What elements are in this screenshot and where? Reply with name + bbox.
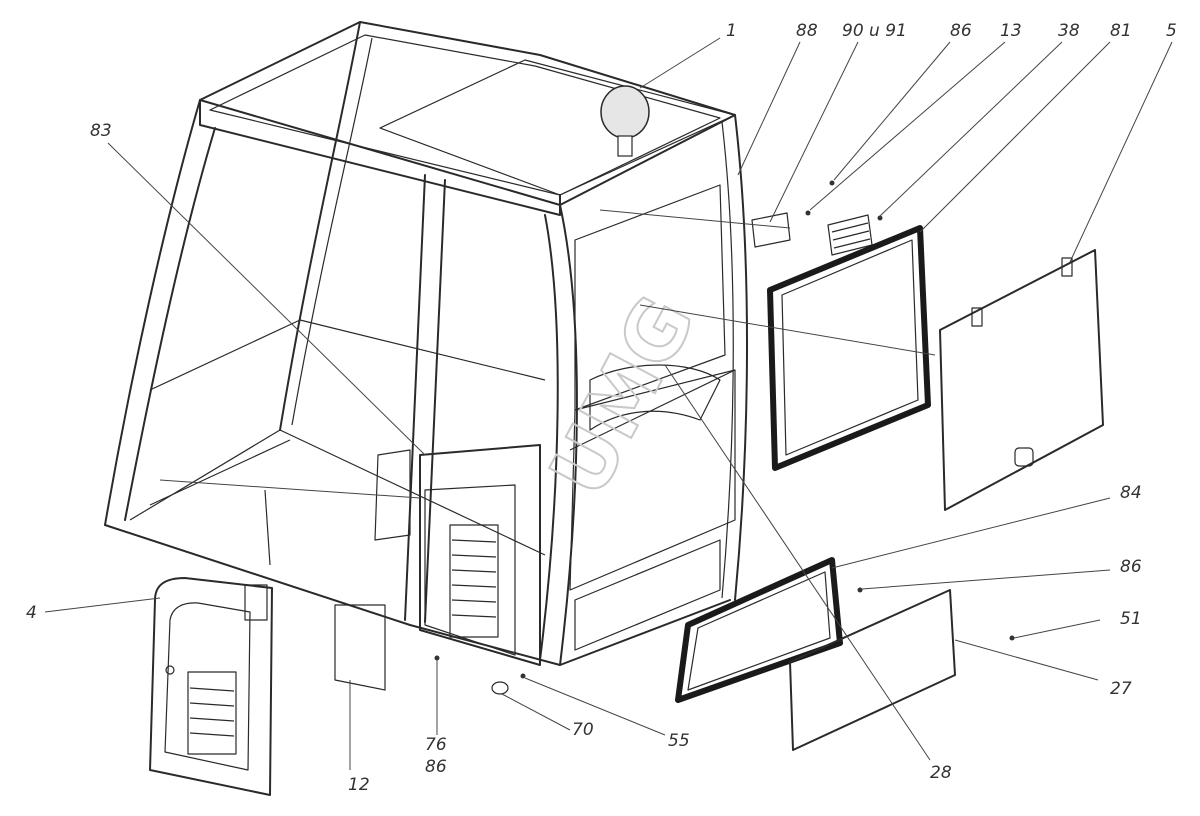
callout-28: 28 xyxy=(930,763,952,783)
cab-frame xyxy=(104,21,749,666)
cap-70 xyxy=(491,681,509,695)
callout-81: 81 xyxy=(1110,21,1132,41)
window-seal-81 xyxy=(767,225,931,471)
callout-76: 76 xyxy=(425,735,447,755)
callout-27: 27 xyxy=(1110,679,1132,699)
callout-labels: 1 88 90 u 91 86 13 38 81 5 83 84 86 51 2… xyxy=(26,21,1177,795)
lower-panel-27 xyxy=(789,589,956,751)
plate-88 xyxy=(751,212,791,248)
leader-lines xyxy=(44,37,1173,770)
callout-83: 83 xyxy=(90,121,112,141)
callout-86-top: 86 xyxy=(950,21,972,41)
beacon-lamp xyxy=(600,85,650,157)
callout-4: 4 xyxy=(26,603,37,623)
door-panel-4 xyxy=(149,577,273,796)
callout-86-mid: 86 xyxy=(1120,557,1142,577)
window-seal-84 xyxy=(675,557,843,703)
door-louvers xyxy=(449,524,499,638)
callout-1: 1 xyxy=(726,21,737,41)
callout-88: 88 xyxy=(796,21,818,41)
callout-55: 55 xyxy=(668,731,690,751)
callout-70: 70 xyxy=(572,720,594,740)
plate-12 xyxy=(334,604,386,691)
callout-13: 13 xyxy=(1000,21,1022,41)
callout-84: 84 xyxy=(1120,483,1142,503)
side-window-5 xyxy=(939,249,1104,511)
callout-5: 5 xyxy=(1166,21,1177,41)
callout-51: 51 xyxy=(1120,609,1142,629)
callout-86-bottom: 86 xyxy=(425,757,447,777)
callout-38: 38 xyxy=(1058,21,1080,41)
callout-90-91: 90 u 91 xyxy=(842,21,907,41)
bolt-dots xyxy=(434,180,1015,679)
callout-12: 12 xyxy=(348,775,370,795)
